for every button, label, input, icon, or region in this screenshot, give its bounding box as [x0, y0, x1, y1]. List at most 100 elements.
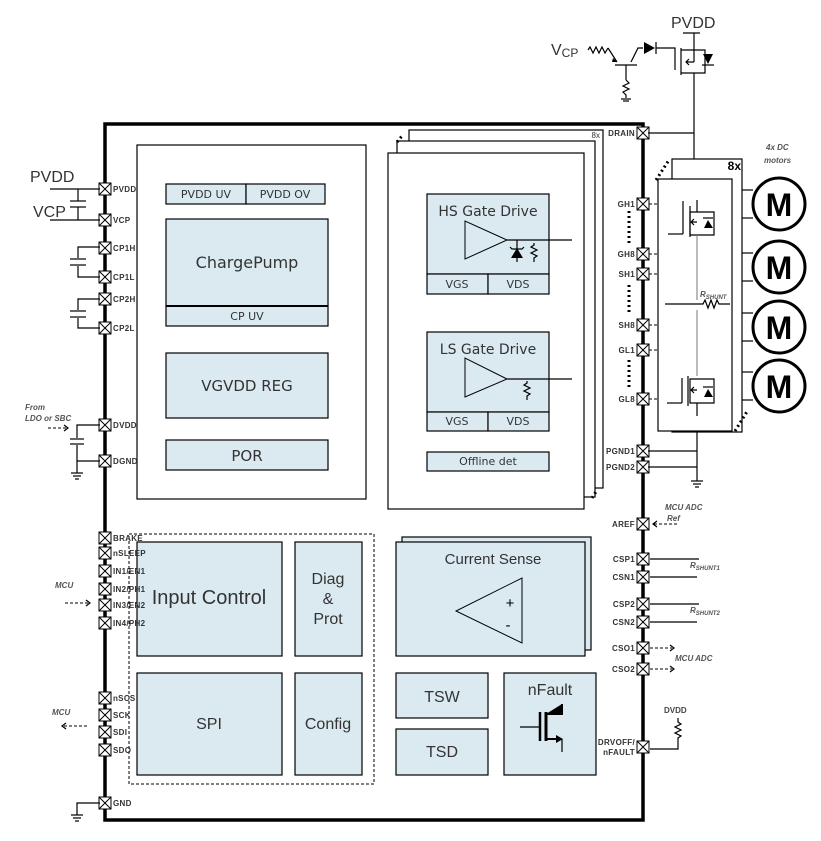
config-label: Config — [305, 716, 351, 733]
spi-label: SPI — [196, 716, 222, 733]
pin-right: DRAIN — [608, 126, 650, 140]
pin-label: GL8 — [619, 395, 636, 404]
rshunt2-label: RSHUNT2 — [690, 606, 720, 617]
pin-left: GND — [98, 796, 131, 810]
pullup-resistor-icon — [650, 718, 683, 750]
pin-label: IN3/EN2 — [113, 601, 146, 610]
capacitor-icon — [70, 189, 86, 220]
pin-label: CSO2 — [612, 665, 635, 674]
pin-left: IN1/EN1 — [98, 564, 145, 578]
tsd-block — [395, 728, 489, 776]
pvdd-ov-label: PVDD OV — [260, 188, 311, 201]
motors-label-2: motors — [764, 156, 792, 165]
motor-icon: M — [742, 299, 807, 355]
charge-pump-label: ChargePump — [196, 253, 299, 272]
pin-right: AREF — [612, 517, 650, 531]
pin-left: CP2L — [98, 321, 134, 335]
cp1-capacitor-icon — [70, 246, 100, 278]
vgvdd-reg-label: VGVDD REG — [201, 377, 293, 395]
pin-left: CP1H — [98, 241, 136, 255]
pgnd-ground-icon — [691, 480, 703, 488]
motor-glyph: M — [766, 369, 793, 405]
fet-multiplier: 8x — [728, 159, 742, 173]
pin-right: CSN1 — [612, 570, 650, 584]
pin-label: SDI — [113, 728, 127, 737]
pvdd-uv-label: PVDD UV — [181, 188, 232, 201]
pin-right: PGND2 — [606, 460, 650, 474]
offline-det-label: Offline det — [459, 455, 517, 468]
arrow-left-icon — [61, 722, 67, 730]
pin-left: SCK — [98, 708, 130, 722]
nfault-block — [503, 672, 597, 776]
vcp-resistor-icon — [587, 45, 609, 55]
pin-left: DVDD — [98, 418, 137, 432]
pin-left: BRAKE — [98, 531, 143, 545]
motor-glyph: M — [766, 250, 793, 286]
pin-right: GL8 — [619, 392, 650, 406]
pin-left: PVDD — [98, 182, 136, 196]
fet-frame-front — [657, 178, 733, 432]
motor-icon: M — [742, 239, 807, 295]
offline-det-block — [426, 451, 550, 472]
pin-label: BRAKE — [113, 534, 143, 543]
hs-fet-icon — [668, 200, 715, 300]
shunt-resistor-icon — [697, 298, 730, 310]
pin-label: GL1 — [619, 346, 636, 355]
from-ldo-label-1: From — [25, 403, 45, 412]
ground-icon — [71, 472, 83, 480]
pin-right: CSO2 — [612, 662, 650, 676]
pin-right: SH1 — [619, 267, 650, 281]
pin-right: SH8 — [619, 318, 650, 332]
bjt-icon — [607, 47, 643, 102]
pin-label: DRAIN — [608, 129, 635, 138]
pin-label: DVDD — [113, 421, 137, 430]
dvdd-pullup-label: DVDD — [664, 706, 687, 715]
cp-uv-label: CP UV — [230, 310, 264, 323]
ls-buffer-icon — [464, 357, 509, 398]
hs-vds-block — [487, 273, 550, 295]
pin-right: CSP1 — [613, 552, 650, 566]
charge-pump-block — [165, 218, 329, 307]
pin-label: CP1H — [113, 244, 136, 253]
input-control-block — [136, 541, 283, 657]
gnd-ground-icon — [71, 814, 83, 822]
pin-left: IN3/EN2 — [98, 598, 146, 612]
pin-left: CP1L — [98, 270, 134, 284]
pin-right: GL1 — [619, 343, 650, 357]
pin-left: DGND — [98, 454, 138, 468]
diag-label-1: Diag — [312, 571, 345, 588]
pin-label: PGND1 — [606, 447, 635, 456]
mcu-spi-label: MCU — [52, 708, 70, 717]
diag-label-3: Prot — [313, 611, 343, 628]
motor-glyph: M — [766, 187, 793, 223]
pin-label: DGND — [113, 457, 138, 466]
pin-label: CSN2 — [612, 618, 635, 627]
pin-label: GH1 — [618, 200, 636, 209]
pfet-icon — [680, 46, 714, 133]
hs-vgs-label: VGS — [445, 278, 468, 291]
pvdd-ov-block — [245, 183, 326, 205]
pin-right: CSO1 — [612, 641, 650, 655]
diode-icon — [644, 42, 676, 70]
amp-plus: + — [506, 595, 515, 612]
gate-multiplier: 8x — [592, 131, 600, 140]
pin-left: SDI — [98, 725, 127, 739]
mcu-inputs-label: MCU — [55, 581, 73, 590]
mcu-adc-ref-label-1: MCU ADC — [665, 503, 703, 512]
pin-label: IN2/PH1 — [113, 585, 146, 594]
pin-right: CSN2 — [612, 615, 650, 629]
spi-block — [136, 672, 283, 776]
pin-label: IN4/PH2 — [113, 619, 146, 628]
vcp-left-label: VCP — [33, 204, 66, 221]
pin-right: GH8 — [618, 247, 650, 261]
zener-diode-icon — [509, 240, 525, 262]
por-label: POR — [231, 447, 262, 465]
ls-gate-drive-block — [426, 331, 550, 413]
ls-vgs-label: VGS — [445, 415, 468, 428]
comparator-icon — [454, 577, 523, 644]
motor-glyph: M — [766, 310, 793, 346]
input-control-label: Input Control — [152, 587, 267, 609]
ls-fet-icon — [667, 310, 715, 416]
cp2-capacitor-icon — [70, 298, 100, 329]
ls-resistor-icon — [522, 381, 532, 400]
